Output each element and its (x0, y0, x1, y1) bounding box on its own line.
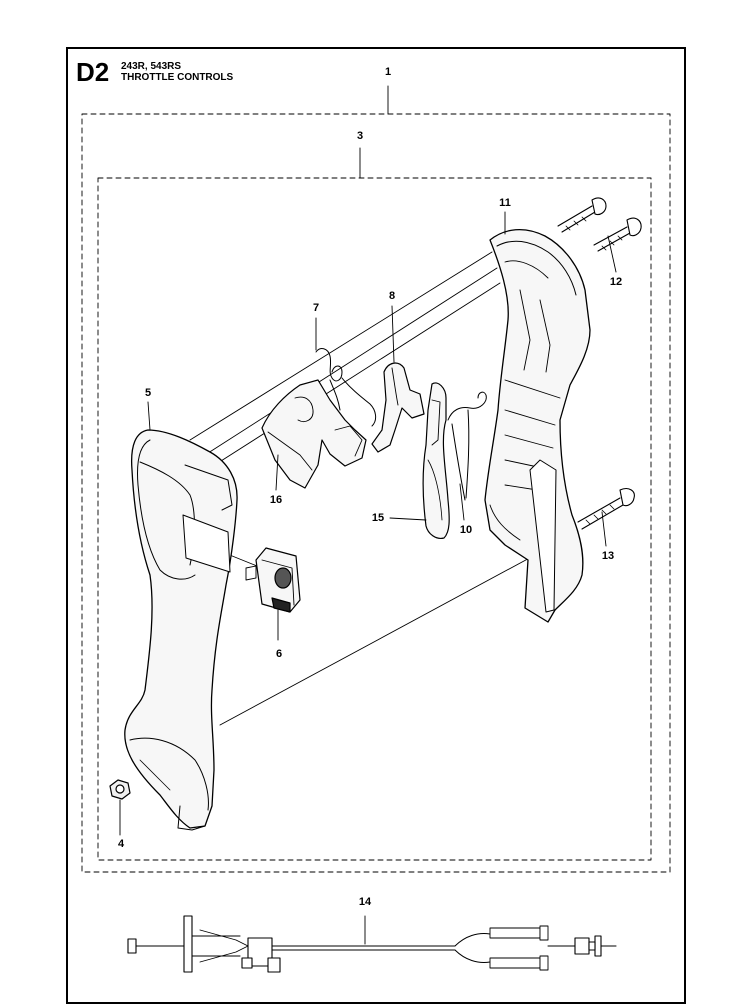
callout-7: 7 (312, 302, 320, 314)
part-7-spring (315, 348, 377, 427)
part-8-lockout-lever (371, 362, 425, 453)
callout-6: 6 (275, 648, 283, 660)
diagram-frame (66, 47, 686, 1004)
part-13-screw (577, 488, 635, 530)
callout-leaders (147, 211, 617, 547)
callout-15: 15 (371, 512, 385, 524)
part-12-screws (557, 197, 642, 252)
model-numbers: 243R, 543RS (121, 61, 182, 72)
part-6-stop-switch (245, 547, 301, 641)
callout-11: 11 (499, 197, 511, 209)
part-16-throttle-trigger (261, 379, 367, 489)
part-11-front-handle (484, 229, 591, 623)
part-4-nut (109, 779, 131, 836)
diagram-title: THROTTLE CONTROLS (121, 72, 234, 83)
part-5-rear-handle (124, 429, 238, 831)
callout-14: 14 (358, 896, 372, 908)
assembly-group-1-box (81, 113, 671, 873)
callout-3: 3 (356, 130, 364, 142)
callout-10: 10 (459, 524, 473, 536)
callout-13: 13 (601, 550, 615, 562)
assembly-group-3-box (97, 177, 652, 861)
part-10-spring-wire (447, 391, 487, 501)
callout-1: 1 (384, 66, 392, 78)
callout-12: 12 (609, 276, 623, 288)
callout-8: 8 (388, 290, 396, 302)
section-code: D2 (76, 57, 110, 87)
callout-4: 4 (117, 838, 125, 850)
callout-16: 16 (269, 494, 283, 506)
part-15-throttle-lever (422, 382, 450, 539)
part-14-throttle-cable (127, 915, 617, 973)
callout-5: 5 (144, 387, 152, 399)
